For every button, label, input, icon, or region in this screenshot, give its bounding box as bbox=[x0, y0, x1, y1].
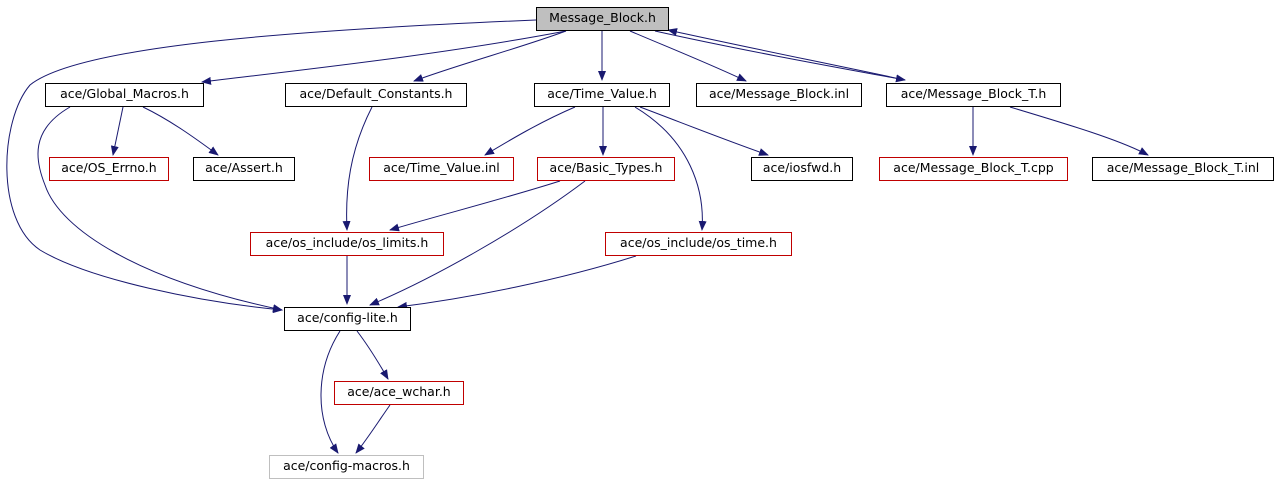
edge-message-block-to-default-constants bbox=[413, 30, 567, 82]
node-os-time[interactable]: ace/os_include/os_time.h bbox=[605, 232, 792, 256]
edge-basic-types-to-config-lite bbox=[369, 180, 586, 306]
edge-message-block-to-global-macros bbox=[201, 30, 567, 85]
node-config-macros: ace/config-macros.h bbox=[269, 455, 424, 479]
node-os-limits[interactable]: ace/os_include/os_limits.h bbox=[250, 232, 444, 256]
node-message-block-h[interactable]: Message_Block.h bbox=[536, 7, 669, 31]
edge-time-value-to-iosfwd bbox=[639, 106, 769, 156]
edge-ace-wchar-to-config-macros bbox=[355, 404, 391, 454]
node-default-constants[interactable]: ace/Default_Constants.h bbox=[285, 83, 467, 107]
edge-basic-types-to-os-limits bbox=[389, 180, 561, 232]
node-os-errno[interactable]: ace/OS_Errno.h bbox=[49, 157, 169, 181]
node-time-value-inl[interactable]: ace/Time_Value.inl bbox=[369, 157, 514, 181]
node-basic-types[interactable]: ace/Basic_Types.h bbox=[537, 157, 675, 181]
node-message-block-t-h[interactable]: ace/Message_Block_T.h bbox=[886, 83, 1061, 107]
edge-time-value-to-time-value-inl bbox=[484, 106, 576, 156]
edge-os-time-to-config-lite bbox=[397, 255, 637, 310]
edge-time-value-to-os-time bbox=[634, 106, 707, 231]
node-message-block-t-inl[interactable]: ace/Message_Block_T.inl bbox=[1092, 157, 1274, 181]
edge-default-constants-to-os-limits bbox=[342, 106, 373, 231]
node-message-block-t-cpp[interactable]: ace/Message_Block_T.cpp bbox=[879, 157, 1068, 181]
node-assert-h[interactable]: ace/Assert.h bbox=[193, 157, 295, 181]
node-ace-wchar[interactable]: ace/ace_wchar.h bbox=[334, 381, 464, 405]
node-message-block-inl[interactable]: ace/Message_Block.inl bbox=[696, 83, 862, 107]
node-config-lite[interactable]: ace/config-lite.h bbox=[284, 307, 411, 331]
edge-message-block-t-to-message-block bbox=[667, 28, 906, 81]
edge-message-block-t-to-t-inl bbox=[1009, 106, 1149, 156]
node-global-macros[interactable]: ace/Global_Macros.h bbox=[45, 83, 204, 107]
edge-global-macros-to-assert bbox=[142, 106, 219, 156]
edge-config-lite-to-ace-wchar bbox=[356, 330, 389, 380]
edge-config-lite-to-config-macros bbox=[320, 330, 341, 454]
edge-global-macros-to-config-lite bbox=[37, 106, 283, 313]
edge-global-macros-to-os-errno bbox=[110, 106, 124, 156]
node-time-value-h[interactable]: ace/Time_Value.h bbox=[534, 83, 670, 107]
edge-message-block-to-message-block-t bbox=[654, 30, 906, 83]
edge-message-block-to-message-block-inl bbox=[629, 30, 747, 82]
node-iosfwd[interactable]: ace/iosfwd.h bbox=[751, 157, 853, 181]
edge-message-block-to-config-lite bbox=[6, 19, 537, 314]
